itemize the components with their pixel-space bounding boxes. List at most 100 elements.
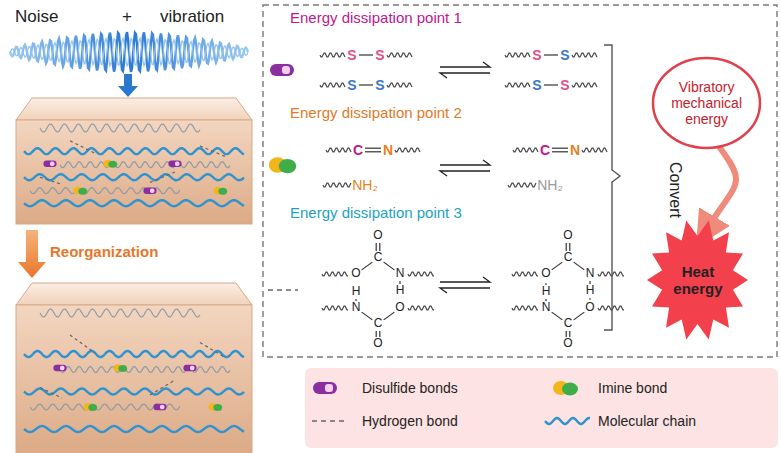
starburst-outline — [647, 221, 748, 340]
imine-icon — [118, 365, 127, 372]
bond-line — [552, 312, 563, 320]
chain-line — [512, 306, 538, 310]
chain-line — [24, 174, 244, 180]
disulfide-icon — [282, 66, 290, 74]
imine-icon — [88, 404, 97, 411]
chain-line — [387, 53, 412, 57]
chain-line — [387, 83, 412, 87]
process-label: Reorganization — [50, 243, 158, 260]
equilibrium-arrow — [440, 288, 490, 293]
atom: S — [347, 47, 356, 63]
drawing — [10, 32, 624, 453]
bond-line — [384, 312, 395, 320]
chain-line — [505, 53, 530, 57]
legend-text: Molecular chain — [598, 413, 696, 429]
atom: S — [532, 47, 541, 63]
bond-line — [359, 54, 373, 55]
atom: O — [563, 337, 572, 351]
bond-line — [376, 243, 377, 251]
chain-line — [513, 148, 538, 152]
heat-starburst: Heat energy — [646, 218, 749, 342]
atom: C — [374, 317, 383, 331]
hydrogen-bond-icon — [268, 289, 298, 291]
node-text-box: Vibratory mechanical energy — [671, 79, 743, 127]
disulfide-icon — [175, 161, 179, 165]
chain-line — [512, 272, 538, 276]
caption-word: Noise — [15, 7, 58, 27]
hydrogen-bond — [40, 388, 62, 399]
edge-label: Convert — [666, 161, 684, 217]
chain-line — [545, 418, 590, 424]
hydrogen-bond — [150, 172, 175, 182]
atom: H — [586, 284, 595, 298]
imine-icon — [562, 383, 578, 396]
atom: O — [395, 301, 404, 315]
bond-line — [569, 331, 570, 337]
hydrogen-bond — [200, 343, 225, 358]
chain-line — [24, 200, 244, 206]
imine-icon — [279, 159, 297, 173]
bond-line — [574, 312, 585, 320]
chain-line — [326, 148, 351, 152]
atom: C — [564, 317, 573, 331]
atom: H — [542, 285, 551, 299]
bond-line — [362, 262, 373, 270]
disulfide-icon — [150, 189, 154, 193]
atom: S — [375, 47, 384, 63]
chain-line — [24, 426, 244, 432]
bond-line — [379, 243, 380, 251]
chain-line — [505, 83, 530, 87]
ellipse-outline — [653, 58, 760, 148]
equilibrium-arrow — [440, 171, 490, 176]
disulfide-icon — [153, 404, 166, 411]
atom: O — [541, 267, 550, 281]
atom: C — [374, 251, 383, 265]
bond-line — [384, 262, 395, 270]
atom: N — [586, 267, 595, 281]
atom: NH₂ — [352, 177, 378, 193]
atom: O — [585, 301, 594, 315]
chain-line — [40, 124, 200, 132]
chain-line — [322, 306, 348, 310]
atom: S — [375, 77, 384, 93]
chain-line — [598, 272, 624, 276]
energy-ellipse: Vibratory mechanical energy — [651, 56, 762, 150]
disulfide-icon — [190, 366, 194, 370]
bond-line — [359, 84, 373, 85]
equilibrium-arrow — [440, 73, 490, 78]
legend-text: Hydrogen bond — [362, 413, 458, 429]
atom: S — [560, 47, 569, 63]
imine-icon — [108, 161, 117, 168]
material-top — [16, 98, 252, 120]
plus-sign: + — [122, 7, 132, 27]
chain-line — [508, 183, 536, 187]
bond-line — [376, 331, 377, 337]
chain-line — [30, 188, 180, 194]
atom: O — [373, 337, 382, 351]
node-text: Heat energy — [672, 263, 723, 298]
reorganization-arrow — [18, 230, 46, 278]
dashed-frame — [263, 5, 777, 357]
chain-line — [408, 272, 434, 276]
chain-line — [408, 306, 434, 310]
atom: C — [353, 142, 363, 158]
atom: S — [347, 77, 356, 93]
bond-line — [362, 312, 373, 320]
chain-line — [322, 272, 348, 276]
bond-line — [566, 243, 567, 251]
legend-text: Imine bond — [598, 380, 667, 396]
section-title: Energy dissipation point 2 — [290, 104, 462, 121]
chain-line — [582, 148, 607, 152]
bond-line — [552, 262, 563, 270]
chain-line — [40, 309, 200, 317]
atom: H — [396, 284, 405, 298]
chain-line — [598, 306, 624, 310]
convert-arrow — [705, 147, 736, 232]
disulfide-icon — [50, 161, 54, 165]
atom: C — [540, 142, 550, 158]
bond-line — [544, 84, 558, 85]
disulfide-icon — [60, 366, 64, 370]
material-block — [16, 120, 252, 224]
material-top — [16, 283, 252, 305]
hydrogen-bond — [70, 141, 95, 153]
